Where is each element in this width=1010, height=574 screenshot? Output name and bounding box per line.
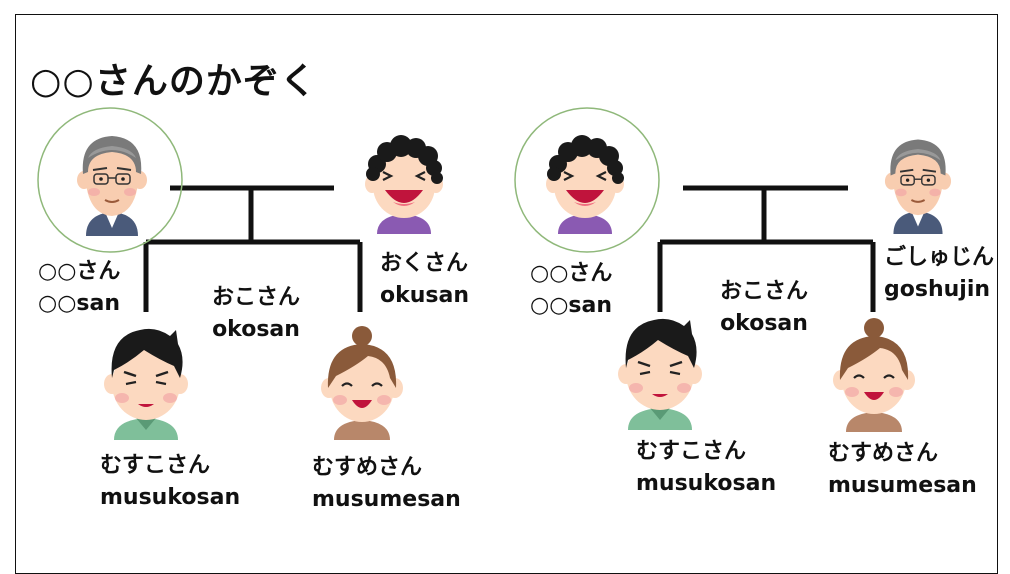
right-spouse-jp: ごしゅじん <box>884 245 995 270</box>
right-self-jp: ○○さん <box>530 261 613 286</box>
older-man-icon <box>884 139 952 234</box>
curly-hair-woman-icon <box>365 135 443 234</box>
older-man-icon <box>77 136 147 236</box>
left-son-romaji: musukosan <box>100 485 241 510</box>
left-children-romaji: okosan <box>212 317 300 342</box>
right-spouse-romaji: goshujin <box>884 277 991 302</box>
girl-bun-icon <box>321 326 403 440</box>
left-self-label: ○○さん ○○san <box>38 256 120 320</box>
curly-hair-woman-icon <box>546 135 624 234</box>
right-children-jp: おこさん <box>720 279 809 304</box>
left-self-ring <box>37 107 183 253</box>
right-children-romaji: okosan <box>720 311 808 336</box>
boy-icon <box>618 318 702 430</box>
left-self-romaji: ○○san <box>38 291 120 316</box>
right-son-label: むすこさん musukosan <box>636 436 776 500</box>
right-daughter-romaji: musumesan <box>828 473 977 498</box>
tree-lines <box>37 107 876 312</box>
left-son-jp: むすこさん <box>100 453 211 478</box>
left-children-label: おこさん okosan <box>212 282 300 346</box>
right-self-romaji: ○○san <box>530 293 612 318</box>
right-spouse-label: ごしゅじん goshujin <box>884 242 994 306</box>
left-daughter-label: むすめさん musumesan <box>312 452 461 516</box>
right-children-label: おこさん okosan <box>720 276 808 340</box>
left-self-jp: ○○さん <box>38 259 121 284</box>
right-son-romaji: musukosan <box>636 471 777 496</box>
left-children-jp: おこさん <box>212 285 301 310</box>
left-daughter-jp: むすめさん <box>312 455 423 480</box>
right-self-ring <box>514 107 660 253</box>
left-spouse-label: おくさん okusan <box>380 248 469 312</box>
boy-icon <box>104 328 188 440</box>
page-title: ○○さんのかぞく <box>30 61 317 102</box>
left-daughter-romaji: musumesan <box>312 487 461 512</box>
right-daughter-label: むすめさん musumesan <box>828 438 977 502</box>
left-spouse-jp: おくさん <box>380 251 469 276</box>
right-self-label: ○○さん ○○san <box>530 258 612 322</box>
girl-bun-icon <box>833 318 915 432</box>
right-daughter-jp: むすめさん <box>828 441 939 466</box>
left-spouse-romaji: okusan <box>380 283 470 308</box>
left-son-label: むすこさん musukosan <box>100 450 240 514</box>
right-son-jp: むすこさん <box>636 439 747 464</box>
